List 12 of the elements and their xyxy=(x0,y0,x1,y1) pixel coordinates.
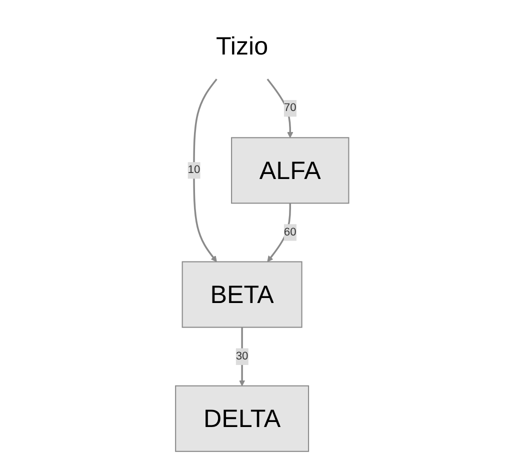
arrow xyxy=(238,327,245,386)
arrow xyxy=(266,78,294,138)
arrow xyxy=(267,203,291,262)
edge-label: 30 xyxy=(236,350,248,362)
node-text: Tizio xyxy=(216,32,268,60)
edge-label: 60 xyxy=(284,226,296,238)
node-box: BETA xyxy=(182,261,302,328)
edge-label: 70 xyxy=(284,102,296,114)
node-box: ALFA xyxy=(230,137,350,204)
arrow xyxy=(192,78,218,262)
edge-label: 10 xyxy=(188,164,200,176)
node-box: DELTA xyxy=(174,385,309,452)
